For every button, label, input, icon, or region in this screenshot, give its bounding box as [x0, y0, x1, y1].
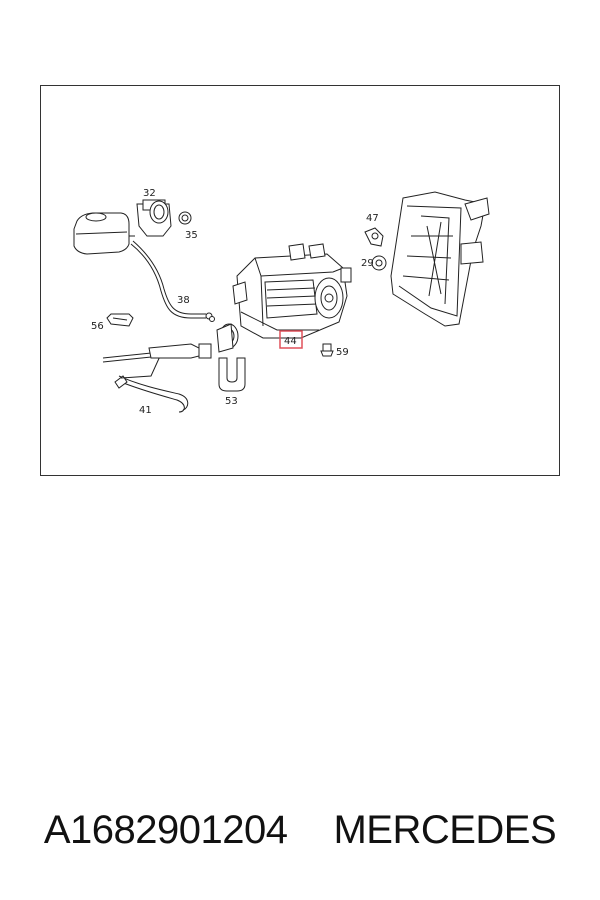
hose-part — [130, 240, 213, 320]
parts-diagram: 32 35 38 56 41 53 59 47 29 44 — [73, 188, 490, 416]
label-44: 44 — [284, 336, 297, 347]
bracket-part — [364, 227, 384, 247]
clamp-part — [218, 357, 246, 392]
mounting-frame-part — [390, 191, 490, 327]
highlight-box — [279, 330, 303, 349]
label-47: 47 — [366, 213, 379, 224]
label-56: 56 — [91, 321, 104, 332]
part-number-text: A1682901204 — [43, 807, 288, 852]
label-29: 29 — [361, 258, 374, 269]
grommet-part — [371, 255, 387, 271]
label-35: 35 — [185, 230, 198, 241]
label-53: 53 — [225, 396, 238, 407]
diagram-frame: 32 35 38 56 41 53 59 47 29 44 — [40, 85, 560, 476]
pump-assembly — [209, 243, 352, 353]
label-32: 32 — [143, 188, 156, 199]
cap-part — [136, 199, 172, 237]
label-41: 41 — [139, 405, 152, 416]
reservoir-part — [73, 212, 135, 255]
bolt-part — [320, 343, 334, 357]
label-38: 38 — [177, 295, 190, 306]
nut-part — [178, 211, 192, 225]
hose-connector-part — [148, 343, 212, 359]
brand-text: MERCEDES — [333, 807, 557, 852]
label-59: 59 — [336, 347, 349, 358]
highlighted-part-callout[interactable]: 44 — [279, 330, 303, 349]
clip-part — [106, 313, 134, 327]
caption-bar: A1682901204 MERCEDES — [0, 800, 600, 860]
